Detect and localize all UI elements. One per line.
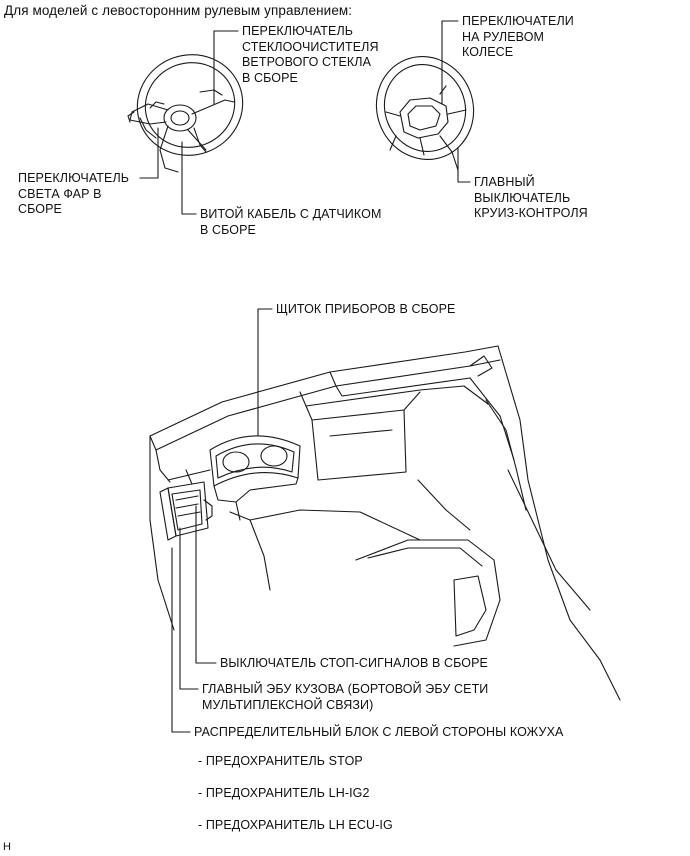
fuse-stop-label: - ПРЕДОХРАНИТЕЛЬ STOP <box>198 754 363 768</box>
body-ecu-illustration <box>159 481 213 541</box>
steering-pad-switches-label: ПЕРЕКЛЮЧАТЕЛИ НА РУЛЕВОМ КОЛЕСЕ <box>462 14 574 59</box>
illustration-code: H <box>3 841 12 853</box>
dashboard-illustration <box>149 345 621 701</box>
combination-meter-illustration <box>209 435 301 521</box>
stop-light-switch-label: ВЫКЛЮЧАТЕЛЬ СТОП-СИГНАЛОВ В СБОРЕ <box>220 656 488 670</box>
spiral-cable-label: ВИТОЙ КАБЕЛЬ С ДАТЧИКОМ В СБОРЕ <box>200 207 382 237</box>
main-body-ecu-label: ГЛАВНЫЙ ЭБУ КУЗОВА (БОРТОВОЙ ЭБУ СЕТИ МУ… <box>202 682 489 712</box>
left-steering-wheel-illustration <box>127 54 244 173</box>
model-note: Для моделей с левосторонним рулевым упра… <box>4 3 353 18</box>
right-steering-wheel-illustration <box>375 55 475 171</box>
wiper-switch-label: ПЕРЕКЛЮЧАТЕЛЬ СТЕКЛООЧИСТИТЕЛЯ ВЕТРОВОГО… <box>242 24 379 85</box>
leader-lines <box>139 20 471 733</box>
fuse-lh-ig2-label: - ПРЕДОХРАНИТЕЛЬ LH-IG2 <box>198 786 370 800</box>
combination-meter-label: ЩИТОК ПРИБОРОВ В СБОРЕ <box>276 302 456 316</box>
junction-block-label: РАСПРЕДЕЛИТЕЛЬНЫЙ БЛОК С ЛЕВОЙ СТОРОНЫ К… <box>194 725 564 739</box>
cruise-main-switch-label: ГЛАВНЫЙ ВЫКЛЮЧАТЕЛЬ КРУИЗ-КОНТРОЛЯ <box>474 175 588 220</box>
headlight-switch-label: ПЕРЕКЛЮЧАТЕЛЬ СВЕТА ФАР В СБОРЕ <box>18 171 130 216</box>
fuse-lh-ecu-ig-label: - ПРЕДОХРАНИТЕЛЬ LH ECU-IG <box>198 818 393 832</box>
